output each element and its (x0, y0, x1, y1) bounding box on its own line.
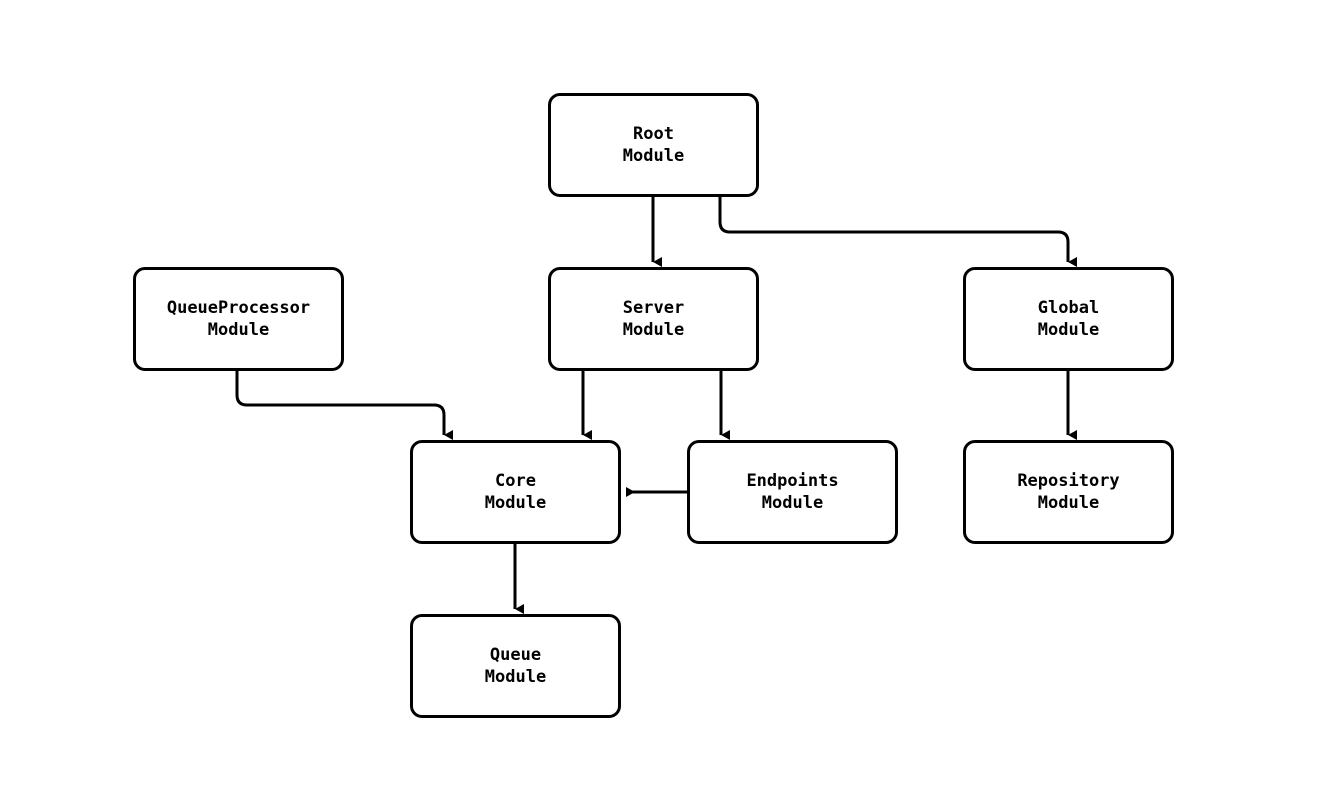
node-label-line1: Queue (489, 645, 542, 665)
node-label-line1: Core (495, 471, 536, 491)
node-label-line1: Server (622, 298, 685, 318)
node-label-line2: Module (207, 320, 270, 340)
node-label-line2: Module (1037, 320, 1100, 340)
node-label-line2: Module (1037, 493, 1100, 513)
node-label-line1: QueueProcessor (166, 298, 311, 318)
node-label-line1: Endpoints (746, 471, 839, 491)
edge-root-to-global (718, 197, 1077, 267)
node-label-line2: Module (484, 667, 547, 687)
node-label-line1: Root (633, 124, 674, 144)
node-label-line2: Module (761, 493, 824, 513)
edge-queueprocessor-to-core (235, 371, 453, 440)
node-label-line1: Repository (1017, 471, 1120, 491)
node-label-line2: Module (484, 493, 547, 513)
node-label-line2: Module (622, 146, 685, 166)
node-label-line2: Module (622, 320, 685, 340)
node-label-line1: Global (1037, 298, 1100, 318)
